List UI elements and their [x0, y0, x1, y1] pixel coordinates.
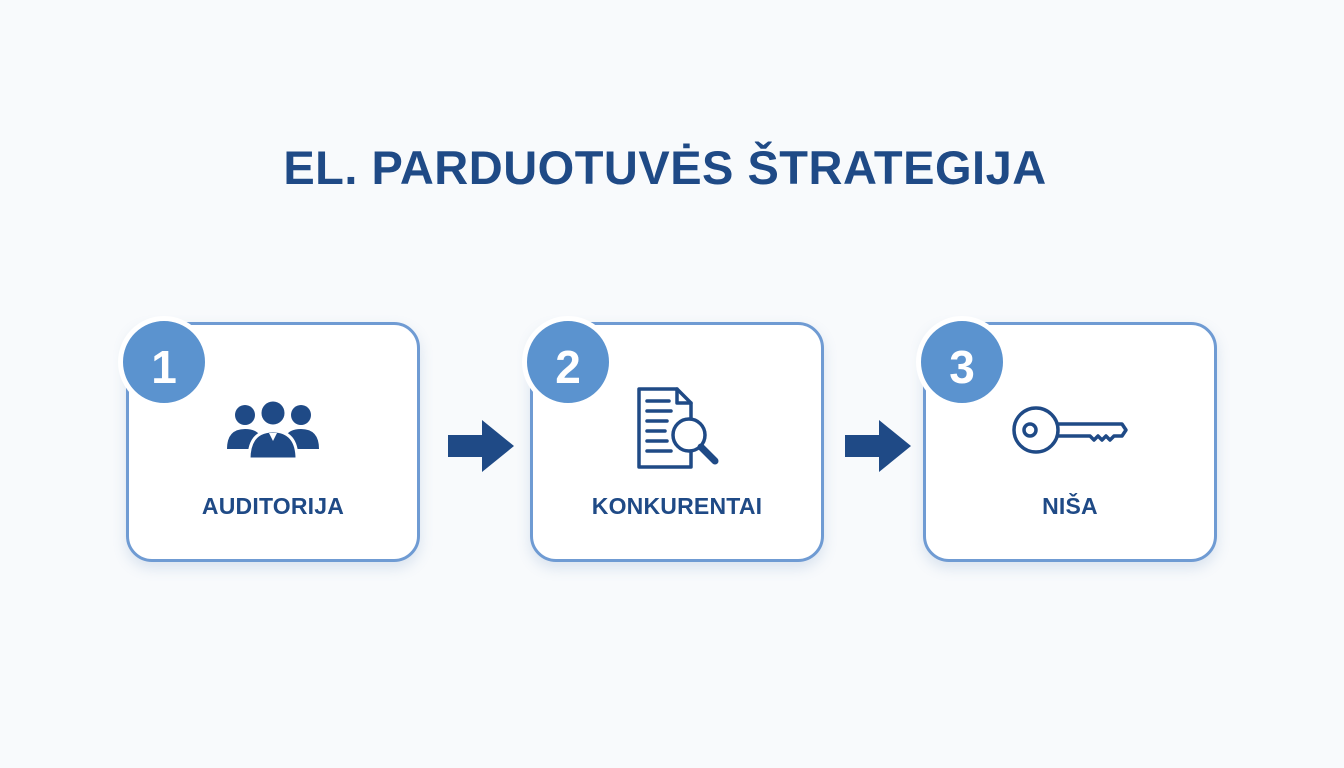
document-search-icon	[533, 385, 821, 475]
key-icon	[926, 385, 1214, 475]
step-number-badge: 1	[118, 316, 210, 408]
step-label: KONKURENTAI	[591, 493, 763, 519]
people-group-icon	[129, 385, 417, 475]
step-label: NIŠA	[1042, 493, 1098, 519]
arrow-right-icon	[845, 420, 911, 472]
step-label: AUDITORIJA	[201, 493, 345, 519]
step-number-badge: 3	[916, 316, 1008, 408]
arrow-right-icon	[448, 420, 514, 472]
step-card-konkurentai: KONKURENTAI	[530, 322, 824, 562]
step-number-badge: 2	[522, 316, 614, 408]
page-title: EL. PARDUOTUVĖS ŠTRATEGIJA	[283, 141, 1047, 194]
